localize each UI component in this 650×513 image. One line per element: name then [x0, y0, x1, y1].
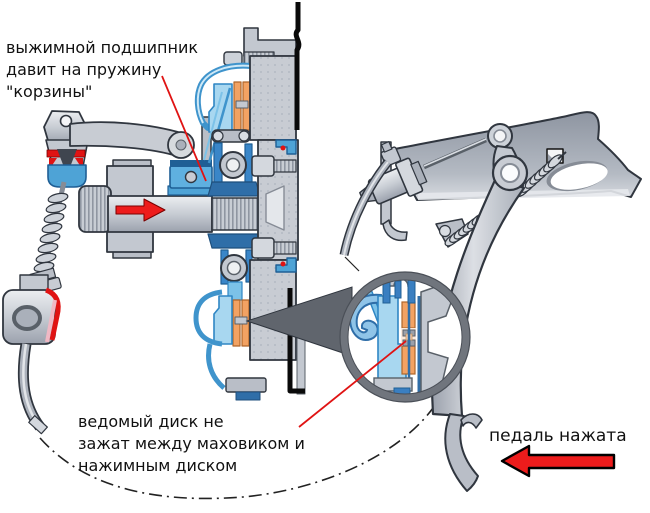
leader-release-bearing [161, 75, 207, 182]
driven-disc-bottom [232, 299, 250, 347]
label-pedal-state-text: педаль нажата [489, 426, 627, 446]
label-release-bearing: выжимной подшипник давит на пружину "кор… [6, 38, 198, 101]
magnifier-ring [340, 272, 470, 402]
label-release-bearing-line2: давит на пружину [6, 60, 161, 79]
master-pushrod [423, 137, 487, 170]
release-fork-pivot [43, 110, 89, 188]
pipe-leader-line [344, 256, 360, 272]
label-driven-disc-line1: ведомый диск не [78, 412, 224, 431]
label-driven-disc: ведомый диск не зажат между маховиком и … [78, 412, 305, 475]
pedal-pad [444, 413, 479, 492]
diaphragm-finger [207, 87, 232, 164]
pedal-assembly [339, 111, 642, 492]
shaft-splines [211, 197, 267, 231]
slave-cylinder [2, 274, 61, 435]
housing-break-line-top [293, 2, 302, 130]
magnified-view [348, 280, 456, 394]
label-release-bearing-line1: выжимной подшипник [6, 38, 198, 57]
pedal-pressed-arrow-icon [500, 444, 616, 478]
label-driven-disc-line2: зажат между маховиком и [78, 434, 305, 453]
shaft-direction-arrow-icon [115, 198, 166, 222]
label-release-bearing-line3: "корзины" [6, 82, 92, 101]
fork-pushrod-spring [29, 181, 69, 296]
slave-cylinder-clip [44, 287, 61, 341]
label-pedal-state: педаль нажата [489, 426, 627, 478]
bracket-oval-hole [546, 160, 608, 192]
crank-bolt-bottom [251, 237, 275, 259]
clutch-assembly [2, 2, 306, 435]
hydraulic-line-centerline [39, 407, 434, 500]
leader-driven-disc [298, 340, 407, 428]
drive-gear [78, 185, 112, 233]
pressure-plate-bottom [193, 289, 267, 401]
pressure-plate-top [203, 83, 233, 164]
magnifier-callout [245, 271, 471, 403]
crank-bolt-top [251, 155, 275, 177]
label-driven-disc-line3: нажимным диском [78, 456, 237, 475]
